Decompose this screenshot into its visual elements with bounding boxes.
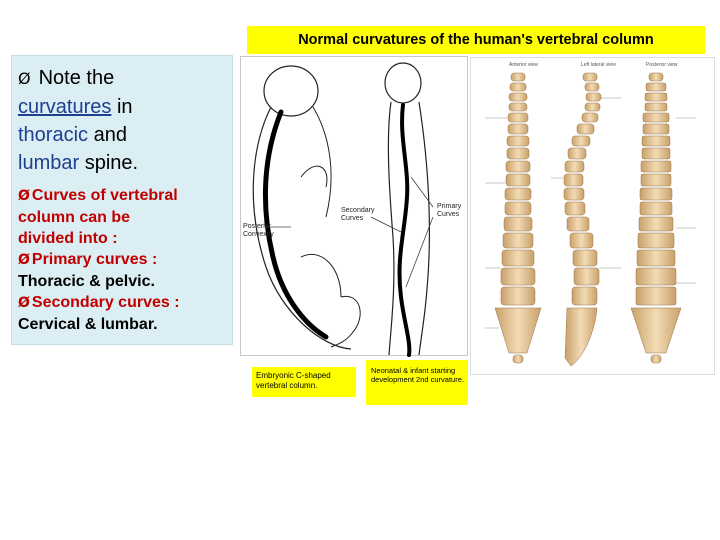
bullet-text: Secondary curves : xyxy=(31,294,180,311)
caption-embryonic: Embryonic C-shaped vertebral column. xyxy=(252,367,356,397)
label-primary-curves: Primary Curves xyxy=(437,203,462,218)
bullet-text: Curves of vertebral xyxy=(31,187,178,204)
label-posterior-view: Posterior view xyxy=(646,62,678,68)
spine-views-svg xyxy=(485,72,696,367)
arrow-bullet-icon: Ø xyxy=(18,188,30,204)
bullet-text: Cervical & lumbar. xyxy=(18,316,158,333)
note-spine: spine. xyxy=(84,152,139,174)
note-text: Ø Note the curvatures in thoracic and lum… xyxy=(18,64,227,177)
bullet-text: divided into : xyxy=(18,230,118,247)
label-posterior-convexity: Posterior Convexity xyxy=(243,223,274,238)
note-in: in xyxy=(116,96,133,118)
posterior-spine xyxy=(630,72,682,364)
note-curvatures: curvatures xyxy=(18,96,112,118)
lateral-spine xyxy=(563,72,602,367)
arrow-bullet-icon: Ø xyxy=(18,69,31,88)
embryo-illustration: Posterior Convexity Secondary Curves Pri… xyxy=(240,56,468,357)
arrow-bullet-icon: Ø xyxy=(18,252,30,268)
caption-neonatal: Neonatal & infant starting development 2… xyxy=(366,360,468,405)
arrow-bullet-icon: Ø xyxy=(18,295,30,311)
bullet-text: Primary curves : xyxy=(31,251,158,268)
embryo-figure-svg xyxy=(252,62,434,357)
note-lumbar: lumbar xyxy=(18,152,80,174)
spine-anatomy-illustration: Anterior view Left lateral view Posterio… xyxy=(470,57,715,375)
bullet-text: Thoracic & pelvic. xyxy=(18,273,155,290)
anterior-spine xyxy=(494,72,542,364)
bullet-text: column can be xyxy=(18,209,131,226)
note-thoracic: thoracic xyxy=(18,124,89,146)
label-anterior-view: Anterior view xyxy=(509,62,538,68)
label-secondary-curves: Secondary Curves xyxy=(341,207,375,222)
note-line1: Note the xyxy=(38,67,115,89)
slide-title: Normal curvatures of the human's vertebr… xyxy=(247,26,705,54)
note-and: and xyxy=(93,124,127,146)
note-panel: Ø Note the curvatures in thoracic and lum… xyxy=(11,55,233,345)
label-left-lateral-view: Left lateral view xyxy=(581,62,616,68)
